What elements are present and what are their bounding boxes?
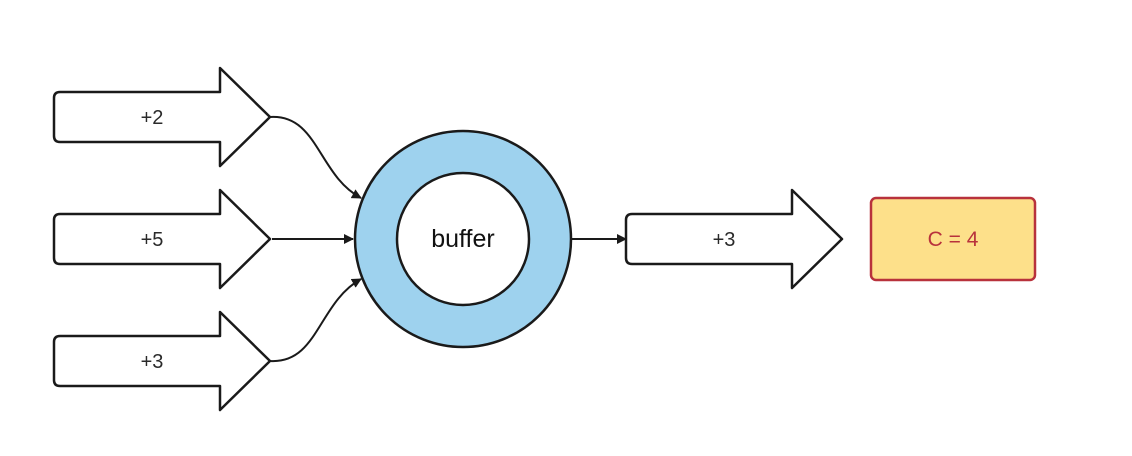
input-arrow-3-label: +3 bbox=[141, 351, 164, 373]
counter-box-label: C = 4 bbox=[928, 228, 979, 251]
connector-input-1 bbox=[269, 115, 362, 199]
counter-box-rect bbox=[869, 196, 1037, 282]
output-arrow-label: +3 bbox=[713, 229, 736, 251]
buffer-label: buffer bbox=[431, 225, 494, 253]
counter-box: C = 4 bbox=[869, 196, 1037, 282]
input-arrow-2-label: +5 bbox=[141, 229, 164, 251]
buffer-node: buffer bbox=[353, 129, 573, 349]
input-arrow-1: +2 bbox=[52, 66, 272, 168]
buffer-core bbox=[395, 171, 531, 307]
output-arrow: +3 bbox=[624, 188, 844, 290]
input-arrow-1-label: +2 bbox=[141, 107, 164, 129]
connector-input-3 bbox=[269, 278, 362, 363]
input-arrow-3: +3 bbox=[52, 310, 272, 412]
input-arrow-2: +5 bbox=[52, 188, 272, 290]
